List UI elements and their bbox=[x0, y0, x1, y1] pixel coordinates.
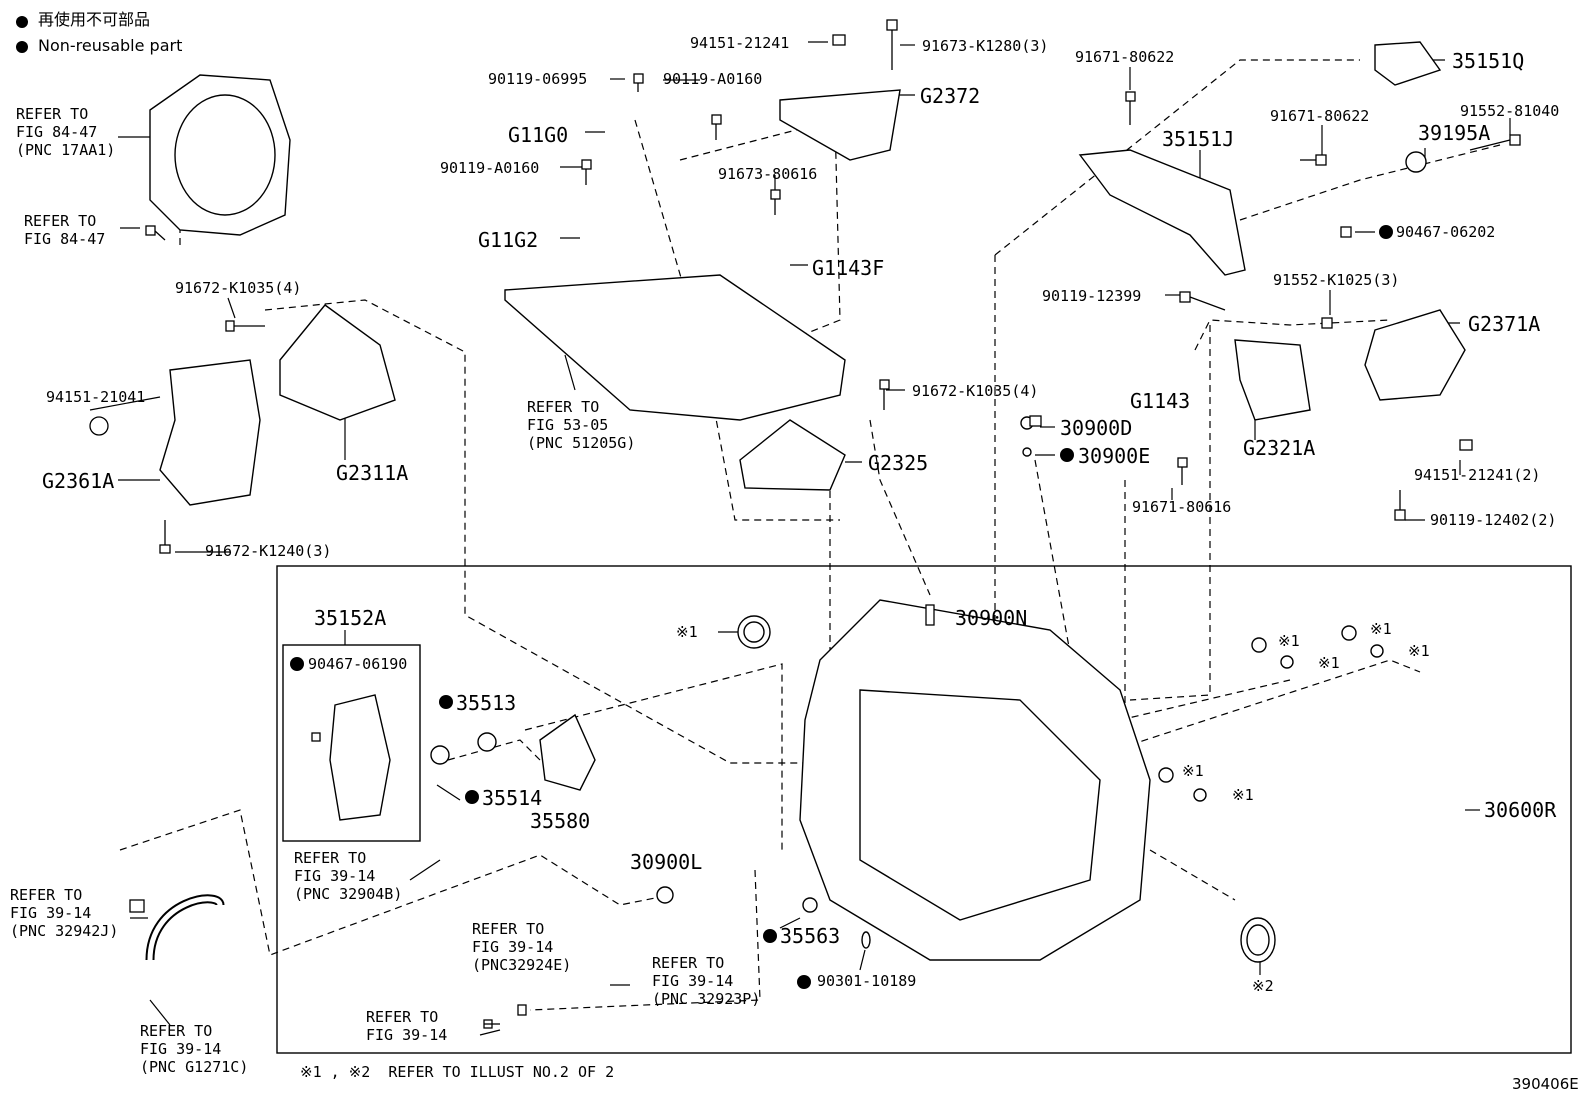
footnote: ※1 , ※2 REFER TO ILLUST NO.2 OF 2 bbox=[300, 1063, 615, 1081]
part-91672-K1035-4-left: 91672-K1035(4) bbox=[175, 279, 302, 297]
part-G11G2: G11G2 bbox=[478, 228, 539, 252]
solid-leaders bbox=[89, 41, 1511, 1036]
part-90119-A0160-top: 90119-A0160 bbox=[663, 70, 763, 88]
part-shapes bbox=[145, 41, 1466, 963]
note-marker-1-e: ※1 bbox=[1182, 762, 1204, 780]
legend-line-english: Non-reusable part bbox=[38, 36, 183, 55]
part-91672-K1035-4-center: 91672-K1035(4) bbox=[912, 382, 1039, 400]
non-reusable-markers bbox=[16, 16, 1393, 989]
cover-shape bbox=[1078, 149, 1246, 276]
engine-mount-shape bbox=[159, 359, 261, 506]
part-G1143F: G1143F bbox=[812, 256, 885, 280]
rear-mount-shape bbox=[739, 419, 846, 491]
part-91673-80616: 91673-80616 bbox=[718, 165, 818, 183]
diagram-code: 390406E bbox=[1512, 1075, 1579, 1093]
inset-frame bbox=[282, 644, 421, 842]
refer-fig-39-14: REFER TO FIG 39-14 bbox=[366, 1008, 448, 1044]
note-marker-1-c: ※1 bbox=[1318, 654, 1340, 672]
cover-part-shape bbox=[1374, 41, 1442, 86]
note-marker-1-f: ※1 bbox=[1232, 786, 1254, 804]
part-G11G0: G11G0 bbox=[508, 123, 569, 147]
part-94151-21041: 94151-21041 bbox=[46, 388, 146, 406]
part-90301-10189: 90301-10189 bbox=[817, 972, 917, 990]
part-35151J: 35151J bbox=[1162, 127, 1235, 151]
part-91671-80622-right: 91671-80622 bbox=[1270, 107, 1370, 125]
part-91671-80616: 91671-80616 bbox=[1132, 498, 1232, 516]
note-marker-2: ※2 bbox=[1252, 977, 1274, 995]
refer-fig-84-47: REFER TO FIG 84-47 bbox=[24, 212, 106, 248]
part-G2372: G2372 bbox=[920, 84, 981, 108]
part-90119-12402-2: 90119-12402(2) bbox=[1430, 511, 1557, 529]
part-35580: 35580 bbox=[530, 809, 591, 833]
part-90119-06995: 90119-06995 bbox=[488, 70, 588, 88]
part-30900E: 30900E bbox=[1078, 444, 1151, 468]
bracket-shape bbox=[279, 304, 396, 421]
part-30900D: 30900D bbox=[1060, 416, 1133, 440]
part-91673-K1280-3: 91673-K1280(3) bbox=[922, 37, 1049, 55]
part-39195A: 39195A bbox=[1418, 121, 1491, 145]
part-91672-K1240-3: 91672-K1240(3) bbox=[205, 542, 332, 560]
refer-fig-39-14-G1271C: REFER TO FIG 39-14 (PNC G1271C) bbox=[140, 1022, 249, 1076]
part-35514: 35514 bbox=[482, 786, 543, 810]
legend-dot-2 bbox=[16, 41, 28, 53]
mount-bracket-right-shape bbox=[1234, 339, 1311, 421]
refer-fig-84-47-pnc: REFER TO FIG 84-47 (PNC 17AA1) bbox=[16, 105, 116, 159]
note-marker-1-seal: ※1 bbox=[676, 623, 698, 641]
part-G2325: G2325 bbox=[868, 451, 929, 475]
part-35563: 35563 bbox=[780, 924, 841, 948]
switch-shape bbox=[329, 694, 391, 821]
refer-fig-39-14-32942J: REFER TO FIG 39-14 (PNC 32942J) bbox=[10, 886, 119, 940]
part-90119-12399: 90119-12399 bbox=[1042, 287, 1142, 305]
part-30900N: 30900N bbox=[955, 606, 1028, 630]
sensor-shape bbox=[539, 713, 596, 791]
part-30900L: 30900L bbox=[630, 850, 703, 874]
refer-fig-39-14-32924E: REFER TO FIG 39-14 (PNC32924E) bbox=[472, 920, 572, 974]
note-marker-1-d: ※1 bbox=[1408, 642, 1430, 660]
note-marker-1-b: ※1 bbox=[1370, 620, 1392, 638]
part-91671-80622-top: 91671-80622 bbox=[1075, 48, 1175, 66]
refer-fig-53-05: REFER TO FIG 53-05 (PNC 51205G) bbox=[527, 398, 636, 452]
assembly-frame bbox=[276, 565, 1572, 1054]
part-35151Q: 35151Q bbox=[1452, 49, 1525, 73]
part-90467-06202: 90467-06202 bbox=[1396, 223, 1496, 241]
note-marker-1-a: ※1 bbox=[1278, 632, 1300, 650]
legend-line-japanese: 再使用不可部品 bbox=[38, 10, 151, 29]
part-G1143: G1143 bbox=[1130, 389, 1191, 413]
mount-bracket-shape bbox=[779, 89, 901, 161]
part-91552-81040: 91552-81040 bbox=[1460, 102, 1560, 120]
transaxle-shape bbox=[799, 599, 1151, 961]
refer-fig-39-14-32904B: REFER TO FIG 39-14 (PNC 32904B) bbox=[294, 849, 403, 903]
part-90119-A0160-left: 90119-A0160 bbox=[440, 159, 540, 177]
part-35513: 35513 bbox=[456, 691, 517, 715]
part-G2361A: G2361A bbox=[42, 469, 115, 493]
part-30600R: 30600R bbox=[1484, 798, 1557, 822]
part-G2311A: G2311A bbox=[336, 461, 409, 485]
part-35152A: 35152A bbox=[314, 606, 387, 630]
bolts bbox=[89, 19, 1521, 1029]
part-90467-06190: 90467-06190 bbox=[308, 655, 408, 673]
part-94151-21241: 94151-21241 bbox=[690, 34, 790, 52]
refer-fig-39-14-32923P: REFER TO FIG 39-14 (PNC 32923P) bbox=[652, 954, 761, 1008]
part-G2321A: G2321A bbox=[1243, 436, 1316, 460]
part-94151-21241-2: 94151-21241(2) bbox=[1414, 466, 1541, 484]
mount-shape bbox=[1364, 309, 1466, 401]
legend-dot-1 bbox=[16, 16, 28, 28]
part-91552-K1025-3: 91552-K1025(3) bbox=[1273, 271, 1400, 289]
subframe-shape bbox=[504, 274, 846, 421]
part-G2371A: G2371A bbox=[1468, 312, 1541, 336]
